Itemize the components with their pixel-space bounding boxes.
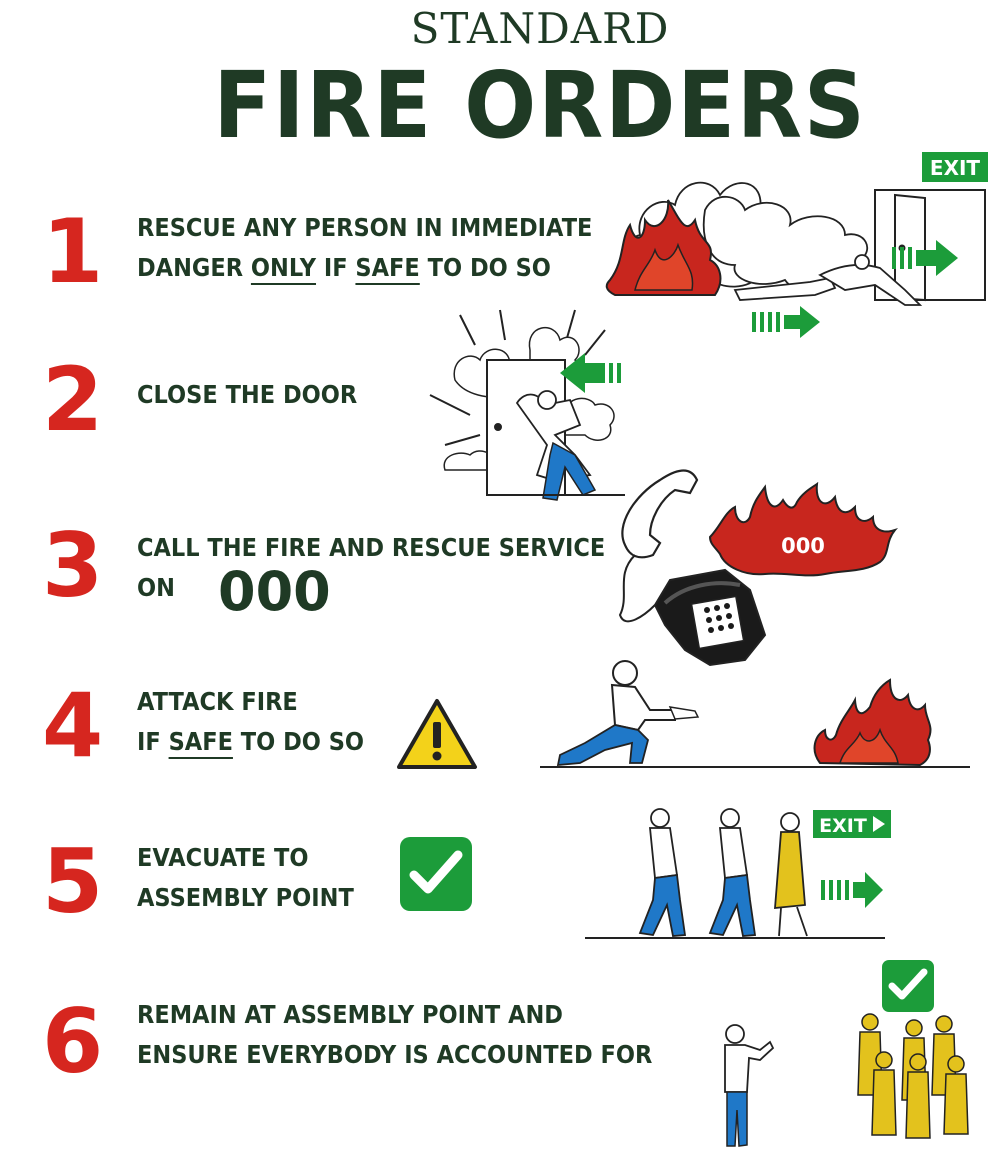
step-5-illustration: EXIT xyxy=(585,808,891,939)
step-5-number: 5 xyxy=(42,830,104,933)
step-4-line-1: ATTACK FIRE xyxy=(137,687,298,716)
checkmark-icon xyxy=(882,960,934,1012)
person-crawling-icon xyxy=(733,254,923,306)
step-6-text: REMAIN AT ASSEMBLY POINT AND ENSURE EVER… xyxy=(137,995,652,1075)
assembly-group-icon xyxy=(857,1013,969,1139)
fire-icon xyxy=(605,199,722,296)
step-1-line-2: DANGER ONLY IF SAFE TO DO SO xyxy=(137,253,551,282)
fire-phone-label: 000 xyxy=(781,534,825,558)
step-2-number: 2 xyxy=(42,348,104,451)
step-5-line-1: EVACUATE TO xyxy=(137,843,309,872)
step-4-line-2: IF SAFE TO DO SO xyxy=(137,727,365,756)
walking-people-icon xyxy=(638,808,808,937)
arrow-right-icon xyxy=(892,240,958,276)
step-3-phone-number: 000 xyxy=(218,560,331,623)
exit-sign-label: EXIT xyxy=(819,815,867,837)
step-4-number: 4 xyxy=(42,674,104,777)
step-1-number: 1 xyxy=(42,200,104,303)
arrow-right-icon xyxy=(821,872,883,908)
person-closing-door-icon xyxy=(515,390,597,501)
step-5-line-2: ASSEMBLY POINT xyxy=(137,883,354,912)
warning-triangle-icon xyxy=(397,699,477,769)
page-title: FIRE ORDERS xyxy=(213,52,867,159)
arrow-left-icon xyxy=(560,353,621,393)
step-3-line-1: CALL THE FIRE AND RESCUE SERVICE xyxy=(137,533,606,562)
person-with-extinguisher-icon xyxy=(556,660,700,767)
step-3-line-2: ON xyxy=(137,573,175,602)
step-4-text: ATTACK FIRE IF SAFE TO DO SO xyxy=(137,682,364,762)
header-subtitle: STANDARD xyxy=(410,4,670,53)
step-2-illustration xyxy=(429,309,625,501)
telephone-icon xyxy=(618,469,767,667)
fire-icon: 000 xyxy=(708,482,899,577)
warden-icon xyxy=(724,1024,775,1147)
fire-icon xyxy=(813,678,932,767)
exit-sign xyxy=(922,152,988,182)
step-6-number: 6 xyxy=(42,990,104,1093)
step-1-line-1: RESCUE ANY PERSON IN IMMEDIATE xyxy=(137,213,593,242)
step-4-illustration xyxy=(540,660,970,768)
step-2-line-1: CLOSE THE DOOR xyxy=(137,380,358,409)
step-6-line-2: ENSURE EVERYBODY IS ACCOUNTED FOR xyxy=(137,1040,653,1069)
step-1-text: RESCUE ANY PERSON IN IMMEDIATE DANGER ON… xyxy=(137,208,592,288)
exit-sign-label: EXIT xyxy=(930,156,981,180)
step-1-illustration: EXIT xyxy=(605,152,988,338)
checkmark-icon xyxy=(400,837,472,911)
arrow-right-icon xyxy=(752,306,820,338)
exit-door-icon xyxy=(874,189,986,302)
step-6-line-1: REMAIN AT ASSEMBLY POINT AND xyxy=(137,1000,563,1029)
step-3-number: 3 xyxy=(42,514,104,617)
step-5-text: EVACUATE TO ASSEMBLY POINT xyxy=(137,838,354,918)
